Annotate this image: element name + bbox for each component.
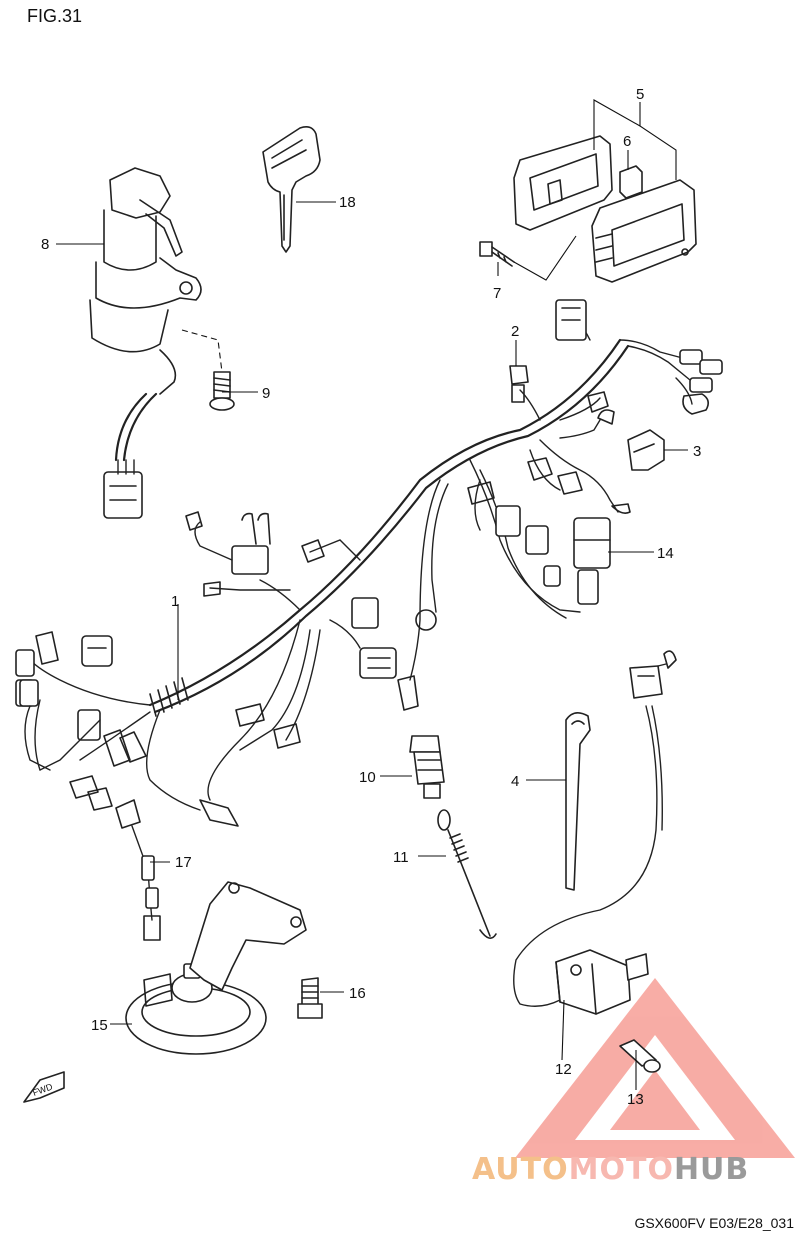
callout-12: 12 — [555, 1061, 572, 1078]
spring-part-11 — [437, 809, 497, 939]
callout-3: 3 — [693, 443, 701, 460]
horn-part-15 — [125, 881, 307, 1055]
watermark-wordmark: AUTOMOTOHUB — [472, 1152, 749, 1187]
screw-part-9 — [209, 371, 235, 411]
bolt-part-16 — [297, 977, 323, 1019]
relay-assembly-part-5 — [513, 135, 697, 283]
figure-code: GSX600FV E03/E28_031 — [634, 1215, 794, 1231]
watermark-moto: MOTO — [568, 1152, 674, 1187]
forward-arrow-icon: FWD — [23, 1071, 65, 1103]
callout-1: 1 — [171, 593, 179, 610]
callout-4: 4 — [511, 773, 519, 790]
figure-title: FIG.31 — [27, 6, 83, 26]
key-part-18 — [262, 126, 321, 253]
connector-part-14 — [573, 517, 611, 569]
sub-harness-part-17 — [115, 799, 161, 941]
callout-18: 18 — [339, 194, 356, 211]
callout-11: 11 — [393, 849, 409, 866]
watermark-hub: HUB — [673, 1152, 750, 1187]
clamp-part-4 — [565, 712, 591, 891]
cushion-part-6 — [619, 165, 643, 199]
callout-6: 6 — [623, 133, 631, 150]
wiring-harness-part-1 — [15, 299, 723, 827]
callout-16: 16 — [349, 985, 366, 1002]
callout-5: 5 — [636, 86, 644, 103]
callout-7: 7 — [493, 285, 501, 302]
callout-8: 8 — [41, 236, 49, 253]
bolt-part-13 — [619, 1039, 661, 1073]
cap-part-3 — [627, 429, 665, 471]
watermark-auto: AUTO — [472, 1152, 569, 1187]
switch-part-10 — [409, 735, 445, 799]
fuse-part-2 — [509, 365, 529, 385]
callout-9: 9 — [262, 385, 270, 402]
leader-lines — [56, 99, 688, 1090]
ignition-switch-part-8 — [89, 167, 202, 519]
sensor-part-12 — [513, 650, 677, 1015]
callout-labels: 1 2 3 4 5 6 7 8 9 10 11 12 13 14 15 16 1… — [41, 86, 701, 1108]
callout-14: 14 — [657, 545, 674, 562]
callout-17: 17 — [175, 854, 192, 871]
callout-2: 2 — [511, 323, 519, 340]
callout-15: 15 — [91, 1017, 108, 1034]
bolt-part-7 — [479, 241, 515, 267]
callout-10: 10 — [359, 769, 376, 786]
callout-13: 13 — [627, 1091, 644, 1108]
